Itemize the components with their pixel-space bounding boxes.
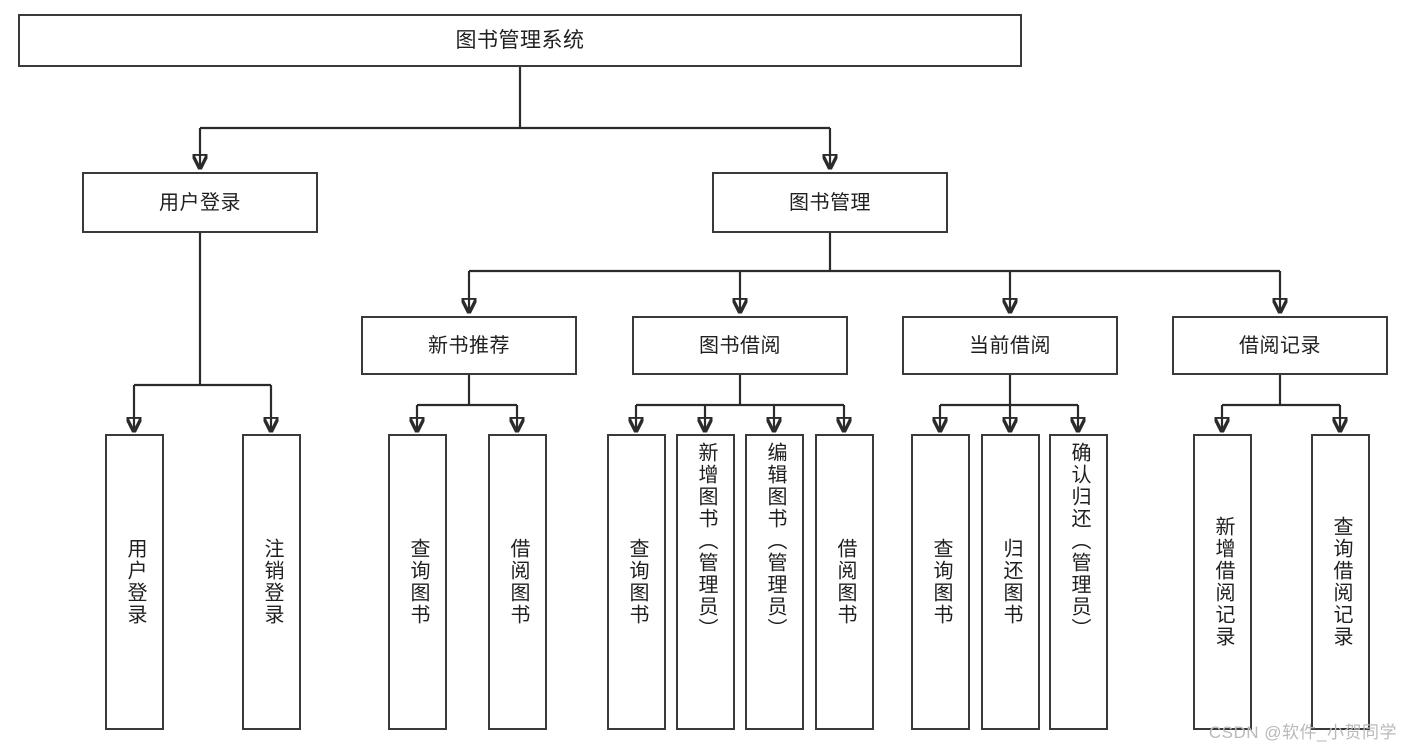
node-leaf-confirm-return-admin-label: 确认归还（管理员） (1068, 442, 1090, 640)
node-leaf-query-book-current[interactable]: 查询图书 (911, 434, 970, 730)
node-borrow-record-label: 借阅记录 (1239, 334, 1321, 357)
node-leaf-logout-label: 注销登录 (261, 538, 283, 626)
node-leaf-borrow-book-label: 借阅图书 (834, 538, 856, 626)
node-user-login-label: 用户登录 (159, 191, 241, 214)
node-book-borrow-label: 图书借阅 (699, 334, 781, 357)
node-leaf-query-borrow-record-label: 查询借阅记录 (1330, 516, 1352, 648)
node-book-borrow[interactable]: 图书借阅 (632, 316, 848, 375)
node-new-book-recommend-label: 新书推荐 (428, 334, 510, 357)
node-leaf-return-book-label: 归还图书 (1000, 538, 1022, 626)
node-leaf-query-book-recommend-label: 查询图书 (407, 538, 429, 626)
node-leaf-confirm-return-admin[interactable]: 确认归还（管理员） (1049, 434, 1108, 730)
watermark-credit: CSDN @软件_小贺同学 (1208, 723, 1397, 742)
node-leaf-query-book-recommend[interactable]: 查询图书 (388, 434, 447, 730)
node-leaf-edit-book-admin-label: 编辑图书（管理员） (764, 442, 786, 640)
node-leaf-query-book[interactable]: 查询图书 (607, 434, 666, 730)
node-leaf-user-login[interactable]: 用户登录 (105, 434, 164, 730)
node-root-system[interactable]: 图书管理系统 (18, 14, 1022, 67)
node-leaf-logout[interactable]: 注销登录 (242, 434, 301, 730)
node-leaf-add-borrow-record[interactable]: 新增借阅记录 (1193, 434, 1252, 730)
node-leaf-add-book-admin-label: 新增图书（管理员） (695, 442, 717, 640)
node-leaf-add-borrow-record-label: 新增借阅记录 (1212, 516, 1234, 648)
node-borrow-record[interactable]: 借阅记录 (1172, 316, 1388, 375)
node-leaf-query-book-current-label: 查询图书 (930, 538, 952, 626)
node-leaf-borrow-book-recommend-label: 借阅图书 (507, 538, 529, 626)
node-book-management[interactable]: 图书管理 (712, 172, 948, 233)
node-leaf-edit-book-admin[interactable]: 编辑图书（管理员） (745, 434, 804, 730)
node-user-login[interactable]: 用户登录 (82, 172, 318, 233)
node-leaf-query-borrow-record[interactable]: 查询借阅记录 (1311, 434, 1370, 730)
node-leaf-borrow-book[interactable]: 借阅图书 (815, 434, 874, 730)
node-leaf-user-login-label: 用户登录 (124, 538, 146, 626)
node-root-system-label: 图书管理系统 (455, 28, 585, 52)
node-current-borrow[interactable]: 当前借阅 (902, 316, 1118, 375)
node-new-book-recommend[interactable]: 新书推荐 (361, 316, 577, 375)
node-leaf-return-book[interactable]: 归还图书 (981, 434, 1040, 730)
node-leaf-add-book-admin[interactable]: 新增图书（管理员） (676, 434, 735, 730)
node-current-borrow-label: 当前借阅 (969, 334, 1051, 357)
node-leaf-borrow-book-recommend[interactable]: 借阅图书 (488, 434, 547, 730)
node-book-management-label: 图书管理 (789, 191, 871, 214)
node-leaf-query-book-label: 查询图书 (626, 538, 648, 626)
